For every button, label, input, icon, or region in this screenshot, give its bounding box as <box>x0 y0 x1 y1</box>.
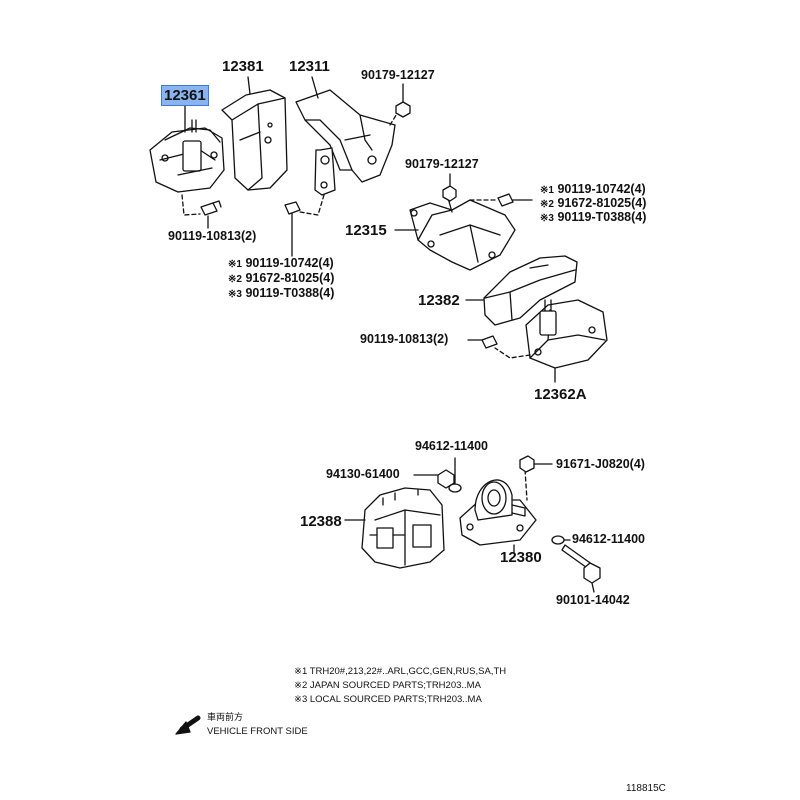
callout-12380[interactable]: 12380 <box>500 549 542 566</box>
vehicle-front-arrow-icon <box>175 715 201 735</box>
callout-90119-10813-right[interactable]: 90119-10813(2) <box>360 332 449 346</box>
bolt-variant-right <box>497 193 521 207</box>
callout-94130-61400[interactable]: 94130-61400 <box>326 467 400 481</box>
variant-right-3[interactable]: ※3 90119-T0388(4) <box>540 210 647 224</box>
callout-90179-12127-top[interactable]: 90179-12127 <box>361 68 435 82</box>
nut-90179-12127-mid <box>442 185 457 202</box>
direction-label-japanese: 車両前方 <box>207 712 244 722</box>
callout-90101-14042[interactable]: 90101-14042 <box>556 593 630 607</box>
engine-mount-insulator-12361 <box>149 119 225 193</box>
variant-right-1[interactable]: ※1 90119-10742(4) <box>540 182 646 196</box>
callout-12382[interactable]: 12382 <box>418 292 460 309</box>
washer-94612-11400-top <box>448 483 462 493</box>
bracket-12388 <box>361 487 445 569</box>
bolt-variant-left <box>284 201 301 215</box>
bolt-91671-J0820 <box>519 455 535 473</box>
variant-right-2[interactable]: ※2 91672-81025(4) <box>540 196 647 210</box>
stopper-12382 <box>483 255 578 326</box>
callout-12311[interactable]: 12311 <box>289 58 330 75</box>
bolt-90119-10813-right <box>481 335 498 349</box>
bolt-90101-14042 <box>561 544 601 584</box>
nut-94130-61400 <box>437 469 455 489</box>
engine-mount-insulator-12362A <box>525 299 608 369</box>
bolt-90119-10813-left <box>200 200 222 216</box>
callout-12362A[interactable]: 12362A <box>534 386 587 403</box>
footnote-2: ※2 JAPAN SOURCED PARTS;TRH203..MA <box>294 680 481 691</box>
callout-12315[interactable]: 12315 <box>345 222 387 239</box>
callout-12381[interactable]: 12381 <box>222 58 264 75</box>
bracket-12315 <box>409 197 516 271</box>
callout-94612-11400-right[interactable]: 94612-11400 <box>572 532 645 546</box>
footnote-1: ※1 TRH20#,213,22#..ARL,GCC,GEN,RUS,SA,TH <box>294 666 507 677</box>
stopper-12381 <box>221 89 288 191</box>
footnote-3: ※3 LOCAL SOURCED PARTS;TRH203..MA <box>294 694 482 705</box>
figure-code: 118815C <box>626 783 666 794</box>
variant-left-2[interactable]: ※2 91672-81025(4) <box>228 271 335 285</box>
callout-90179-12127-mid[interactable]: 90179-12127 <box>405 157 479 171</box>
callout-91671-J0820[interactable]: 91671-J0820(4) <box>556 457 645 471</box>
direction-label-english: VEHICLE FRONT SIDE <box>207 726 308 737</box>
variant-left-1[interactable]: ※1 90119-10742(4) <box>228 256 334 270</box>
engine-mount-12380 <box>459 479 537 546</box>
callout-90119-10813-left[interactable]: 90119-10813(2) <box>168 229 257 243</box>
bracket-12311 <box>295 89 396 196</box>
washer-94612-11400-right <box>551 535 565 545</box>
nut-90179-12127-top <box>395 101 411 118</box>
callout-94612-11400-top[interactable]: 94612-11400 <box>415 439 488 453</box>
callout-12388[interactable]: 12388 <box>300 513 342 530</box>
callout-12361[interactable]: 12361 <box>161 85 209 106</box>
variant-left-3[interactable]: ※3 90119-T0388(4) <box>228 286 335 300</box>
